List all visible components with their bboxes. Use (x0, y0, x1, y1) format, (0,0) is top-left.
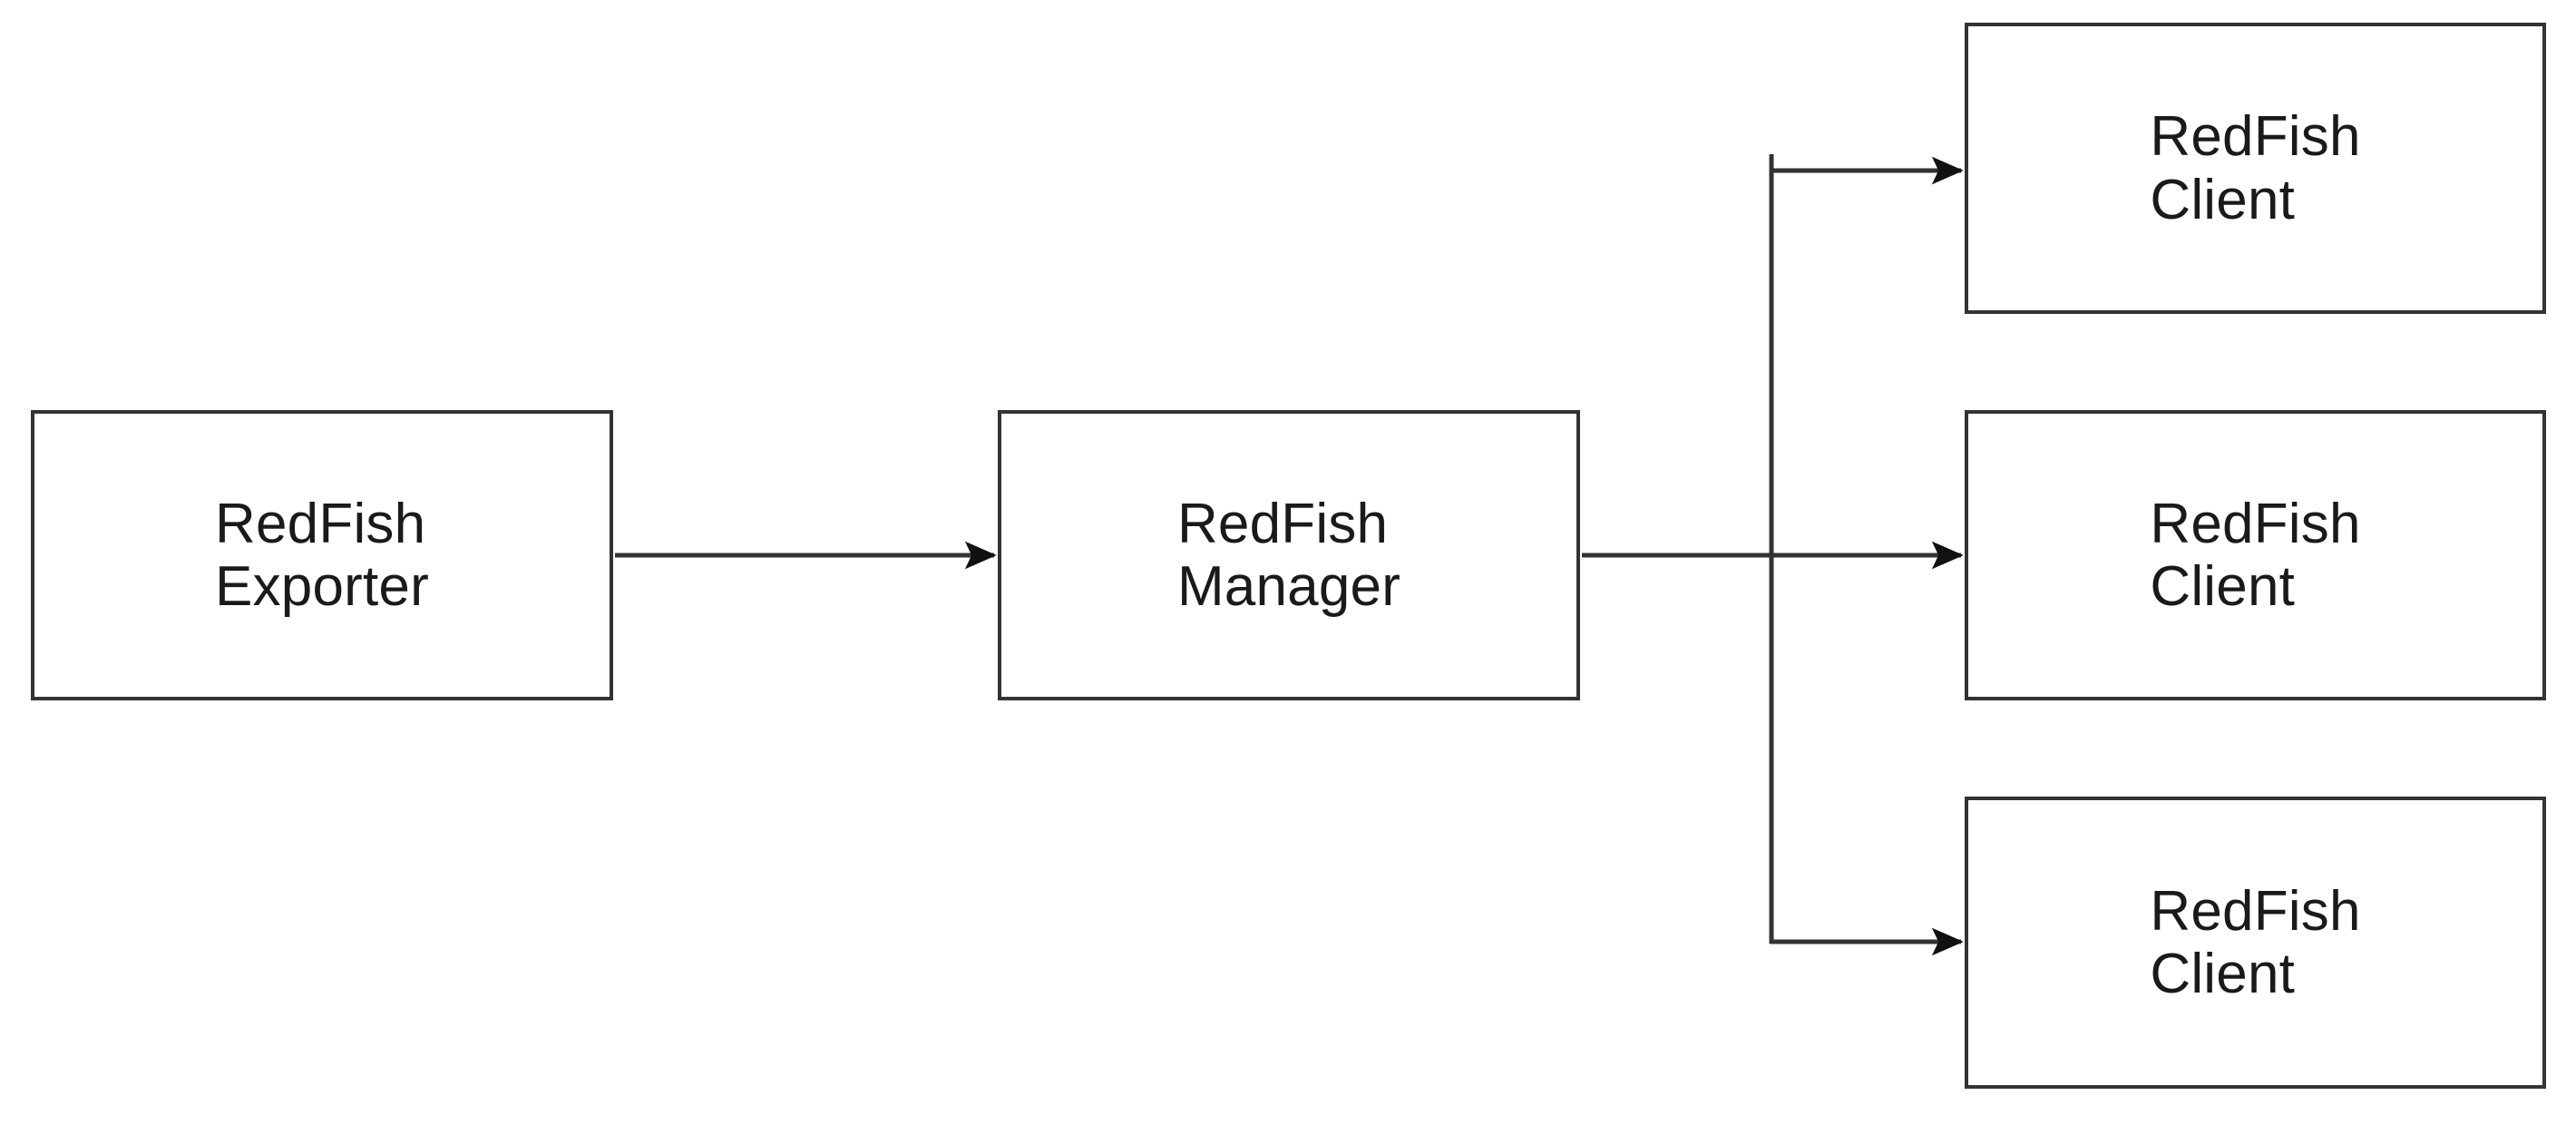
node-label-manager-line2: Manager (1176, 555, 1401, 618)
node-label-client-bottom-line2: Client (2150, 943, 2296, 1005)
node-label-client-top-line1: RedFish (2150, 105, 2361, 169)
node-label-exporter-line2: Exporter (215, 555, 429, 618)
node-label-client-bottom-line1: RedFish (2150, 879, 2361, 943)
node-label-manager-line1: RedFish (1176, 492, 1389, 555)
node-label-client-middle-line1: RedFish (2150, 492, 2361, 555)
node-label-client-middle-line2: Client (2150, 555, 2296, 618)
node-label-client-top-line2: Client (2150, 168, 2296, 231)
node-label-exporter-line1: RedFish (215, 492, 426, 555)
